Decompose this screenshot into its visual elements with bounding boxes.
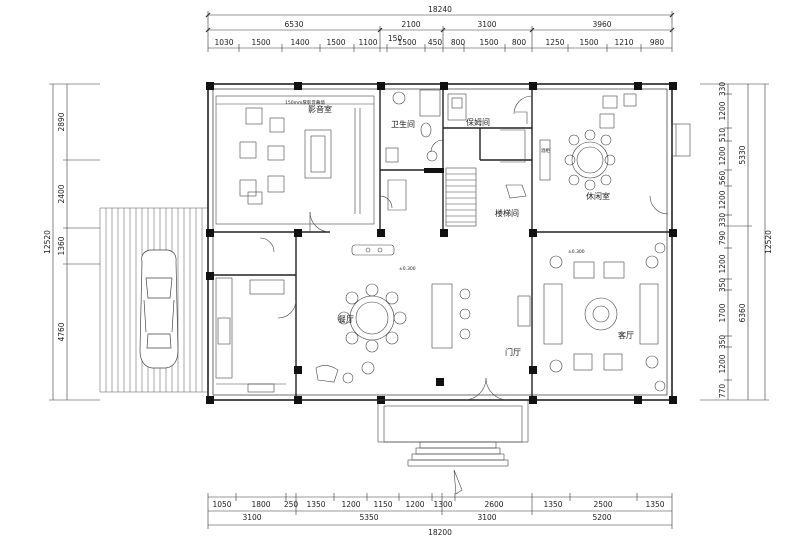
dim-bottom-mid-3: 3100 (477, 513, 496, 522)
kitchen (215, 277, 286, 393)
dim-right-low-7: 330 (718, 213, 727, 228)
structural-columns (206, 82, 677, 404)
dim-bottom-high-11: 2500 (593, 500, 612, 509)
exterior-walls (207, 83, 673, 401)
dim-left-2: 2400 (57, 184, 66, 203)
dim-right-mid-2: 6360 (738, 303, 747, 322)
wall-thickness (212, 88, 668, 396)
dim-bottom-mid-2: 5350 (359, 513, 378, 522)
car-icon (139, 249, 179, 369)
dim-top-low-6: 150 (388, 34, 403, 43)
dim-top-mid-2: 2100 (401, 20, 420, 29)
dim-bottom-high-9: 2600 (484, 500, 503, 509)
dim-bottom-mid-4: 5200 (592, 513, 611, 522)
dim-top-low-9: 800 (451, 38, 466, 47)
room-label-leisure: 休闲室 (586, 191, 610, 201)
dim-right-mid-1: 5330 (738, 145, 747, 164)
right-dimension-text: 12520 5330 6360 330 1200 510 1200 560 12… (718, 82, 773, 399)
cabinet-label: 酒柜 (541, 147, 550, 154)
left-dimension-lines (49, 83, 100, 401)
bottom-dimension-text: 1050 1800 250 1350 1200 1150 1200 1300 2… (212, 500, 664, 537)
dim-left-4: 4760 (57, 322, 66, 341)
dim-right-low-10: 350 (718, 278, 727, 293)
dim-bottom-high-12: 1350 (645, 500, 664, 509)
stairwell (445, 129, 527, 227)
dim-top-low-4: 1500 (326, 38, 345, 47)
theater-screen-note: 150mm厚影音幕墙 (285, 99, 325, 106)
dim-right-low-4: 1200 (718, 146, 727, 165)
room-label-nanny: 保姆间 (466, 117, 490, 127)
dim-bottom-high-5: 1200 (341, 500, 360, 509)
dim-top-low-13: 1500 (579, 38, 598, 47)
dim-top-low-15: 980 (650, 38, 665, 47)
room-label-living: 客厅 (618, 330, 634, 340)
dim-top-mid-4: 3960 (592, 20, 611, 29)
dim-left-3: 1360 (57, 236, 66, 255)
bathroom-fixtures (385, 89, 441, 211)
dim-top-low-5: 1100 (358, 38, 377, 47)
dim-right-low-12: 350 (718, 335, 727, 350)
dim-bottom-high-7: 1200 (405, 500, 424, 509)
dim-right-low-8: 790 (718, 231, 727, 246)
dim-top-low-10: 1500 (479, 38, 498, 47)
dim-top-low-3: 1400 (290, 38, 309, 47)
living-level-marker: ±0.300 (568, 249, 585, 255)
dim-bottom-high-1: 1050 (212, 500, 231, 509)
dim-bottom-high-3: 250 (284, 500, 299, 509)
dim-top-low-2: 1500 (251, 38, 270, 47)
dim-right-low-2: 1200 (718, 101, 727, 120)
dim-top-mid-3: 3100 (477, 20, 496, 29)
dim-top-low-14: 1210 (614, 38, 633, 47)
dim-left-total: 12520 (43, 230, 52, 254)
entrance-porch (377, 399, 529, 495)
dim-right-low-1: 330 (718, 82, 727, 97)
dim-bottom-total: 18200 (428, 528, 452, 537)
dining-level-marker: ±0.300 (399, 266, 416, 272)
dim-right-low-9: 1200 (718, 254, 727, 273)
room-label-stairs: 楼梯间 (495, 208, 519, 218)
dim-bottom-mid-1: 3100 (242, 513, 261, 522)
dim-right-low-14: 770 (718, 384, 727, 399)
dining-table (337, 244, 407, 353)
dim-bottom-high-10: 1350 (543, 500, 562, 509)
dim-right-low-5: 560 (718, 171, 727, 186)
top-dimension-text: 18240 6530 2100 3100 3960 1030 1500 1400… (214, 5, 664, 47)
dim-top-low-7: 1500 (397, 38, 416, 47)
doors (259, 95, 669, 401)
leisure-room (539, 93, 637, 191)
dim-top-low-1: 1030 (214, 38, 233, 47)
bay-window-right (671, 123, 691, 157)
dim-right-low-6: 1200 (718, 190, 727, 209)
dim-bottom-high-2: 1800 (251, 500, 270, 509)
dim-left-1: 2890 (57, 112, 66, 131)
room-labels: 影音室 卫生间 保姆间 休闲室 楼梯间 餐厅 门厅 客厅 (308, 104, 634, 357)
dim-top-total: 18240 (428, 5, 452, 14)
living-room (517, 242, 666, 392)
left-dimension-text: 12520 2890 2400 1360 4760 (43, 112, 66, 341)
dim-right-low-11: 1700 (718, 303, 727, 322)
dim-right-low-3: 510 (718, 128, 727, 143)
dim-top-low-11: 800 (512, 38, 527, 47)
room-label-foyer: 门厅 (505, 347, 521, 357)
dim-bottom-high-8: 1300 (433, 500, 452, 509)
interior-walls (208, 84, 672, 400)
bar-counter (431, 283, 471, 349)
top-dimension-lines (205, 11, 675, 52)
dim-right-total: 12520 (764, 230, 773, 254)
right-dimension-lines (700, 83, 769, 401)
dim-right-low-13: 1200 (718, 354, 727, 373)
theater-room (215, 95, 375, 225)
dim-bottom-high-6: 1150 (373, 500, 392, 509)
dim-top-low-12: 1250 (545, 38, 564, 47)
room-label-dining: 餐厅 (338, 315, 354, 324)
dim-top-low-8: 450 (428, 38, 443, 47)
bottom-dimension-lines (207, 493, 673, 529)
nanny-room-fixtures (447, 93, 528, 124)
room-label-theater: 影音室 (308, 104, 332, 114)
room-label-bathroom: 卫生间 (391, 119, 415, 129)
dim-bottom-high-4: 1350 (306, 500, 325, 509)
dim-top-mid-1: 6530 (284, 20, 303, 29)
dining-lounge-chairs (315, 361, 375, 384)
